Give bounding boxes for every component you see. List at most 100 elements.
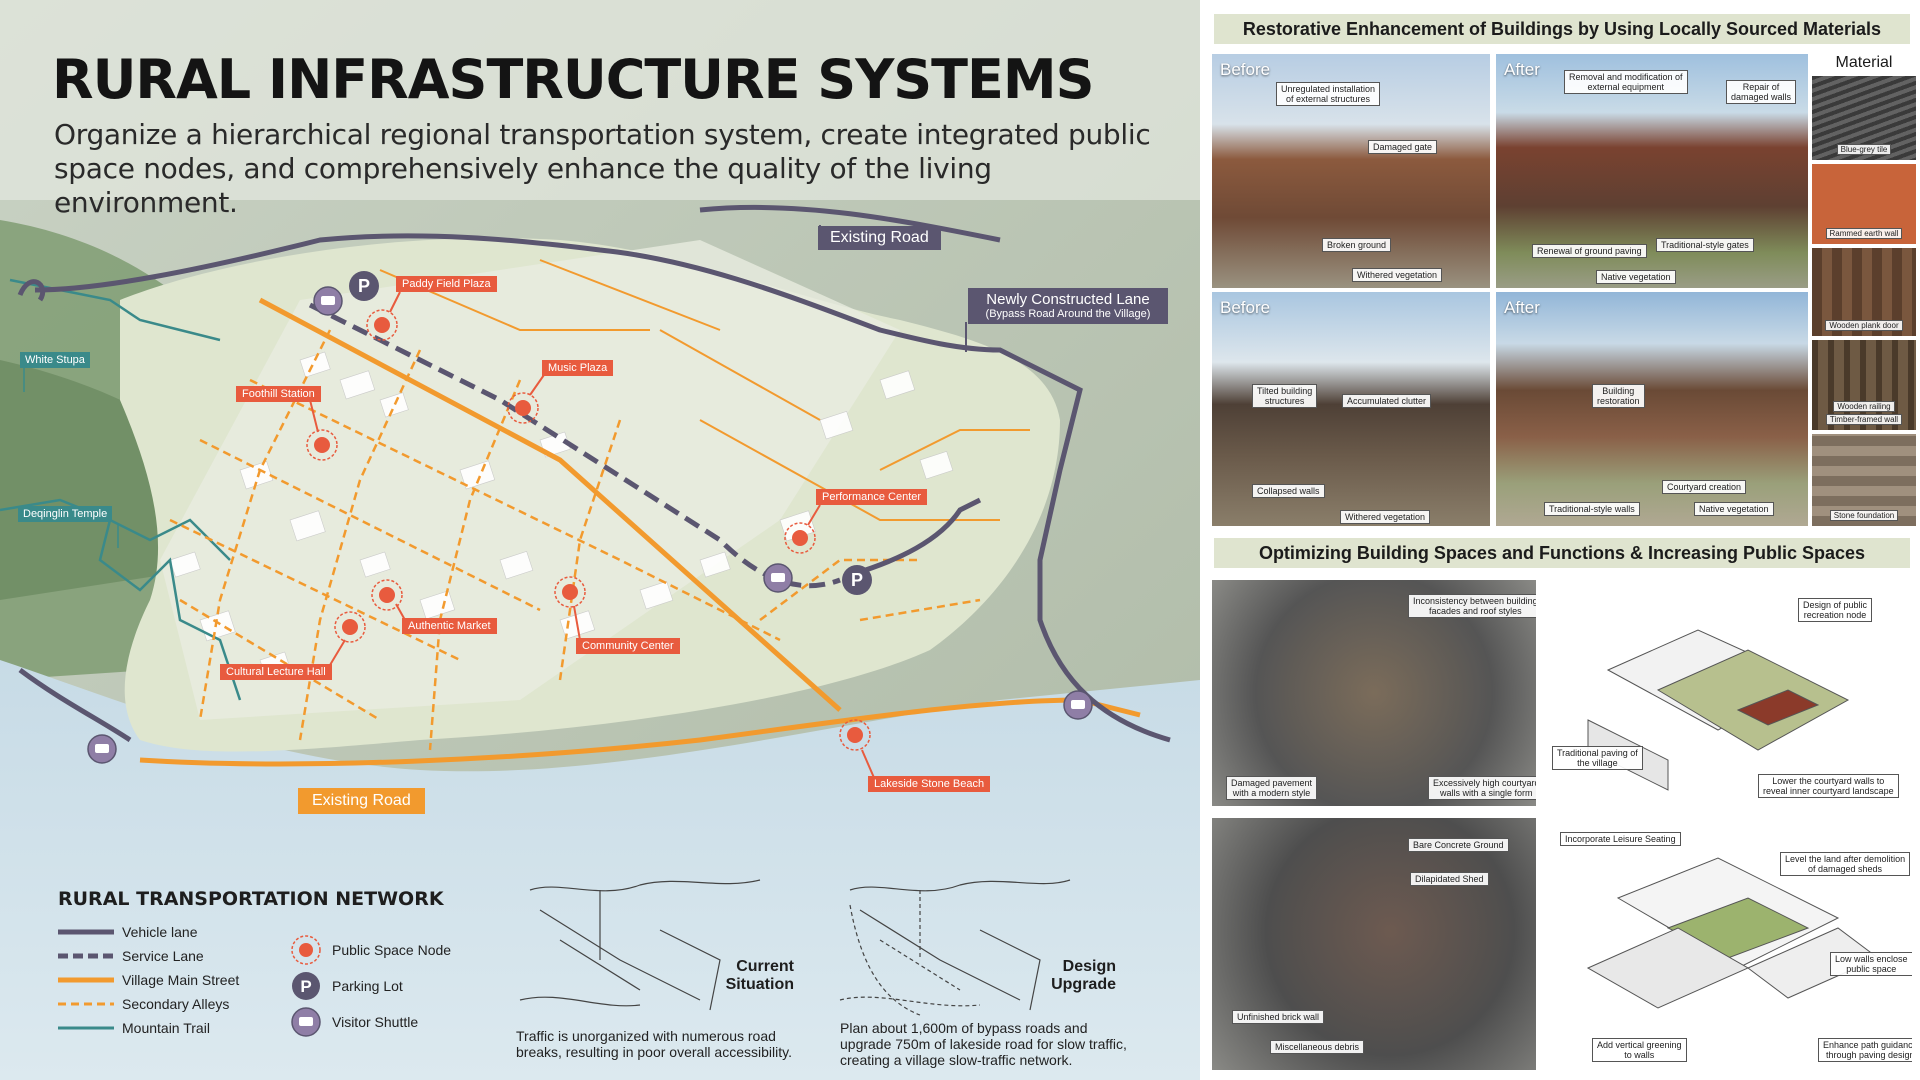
new-lane-label-line1: Newly Constructed Lane <box>986 291 1150 308</box>
parking-symbol: P <box>300 977 311 996</box>
shuttle-icon <box>291 1007 321 1037</box>
music-plaza-label: Music Plaza <box>542 360 614 376</box>
cultural-lecture-hall-label: Cultural Lecture Hall <box>220 664 332 680</box>
design-title-line2: Upgrade <box>1051 976 1116 993</box>
shuttle-icon <box>87 734 117 764</box>
authentic-market-label: Authentic Market <box>402 618 497 634</box>
design-desc-line2: upgrade 750m of lakeside road for slow t… <box>840 1036 1127 1052</box>
design-upgrade-title: Design Upgrade <box>1020 958 1116 994</box>
shuttle-icon <box>1063 690 1093 720</box>
spaces-section-title: Optimizing Building Spaces and Functions… <box>1214 538 1910 568</box>
current-situation-sketch <box>519 879 761 1011</box>
design-desc-line1: Plan about 1,600m of bypass roads and <box>840 1020 1088 1036</box>
material-tile-stone-foundation: Stone foundation <box>1812 434 1916 526</box>
svg-text:P: P <box>358 276 370 296</box>
callout: Bare Concrete Ground <box>1408 838 1509 852</box>
material-tile-wooden-railing: Wooden railing Timber-framed wall <box>1812 340 1916 430</box>
existing-road-label-top: Existing Road <box>818 226 941 250</box>
axonometric-drawing <box>1586 857 1879 1009</box>
paddy-field-plaza-label: Paddy Field Plaza <box>396 276 497 292</box>
legend-vehicle-lane: Vehicle lane <box>58 922 198 942</box>
current-situation-desc: Traffic is unorganized with numerous roa… <box>516 1028 792 1060</box>
legend-label: Secondary Alleys <box>122 996 230 1012</box>
legend-label: Vehicle lane <box>122 924 198 940</box>
node-performance-center <box>784 522 816 554</box>
legend-secondary-alleys: Secondary Alleys <box>58 994 229 1014</box>
aerial-photo-2: Bare Concrete Ground Dilapidated Shed Un… <box>1212 818 1536 1070</box>
legend-label: Mountain Trail <box>122 1020 210 1036</box>
callout: Miscellaneous debris <box>1270 1040 1365 1054</box>
lakeside-stone-beach-label: Lakeside Stone Beach <box>868 776 991 792</box>
existing-road-label-bottom: Existing Road <box>298 788 425 814</box>
vehicle-lane-swatch <box>58 929 114 935</box>
node-cultural-lecture-hall <box>334 611 366 643</box>
performance-center-label: Performance Center <box>816 489 928 505</box>
callout: Broken ground <box>1322 238 1392 252</box>
current-title-line1: Current <box>736 958 794 975</box>
shuttle-icon <box>763 563 793 593</box>
parking-icon: P <box>349 271 379 301</box>
shuttle-icon <box>313 286 343 316</box>
node-lakeside-stone-beach <box>839 719 871 751</box>
legend-village-main-street: Village Main Street <box>58 970 239 990</box>
legend-mountain-trail: Mountain Trail <box>58 1018 210 1038</box>
main-street-swatch <box>58 977 114 983</box>
transportation-map-panel: P P <box>0 0 1200 1080</box>
callout: Native vegetation <box>1596 270 1676 284</box>
page-subtitle: Organize a hierarchical regional transpo… <box>54 118 1151 219</box>
current-desc-line2: breaks, resulting in poor overall access… <box>516 1044 792 1060</box>
callout: Dilapidated Shed <box>1410 872 1489 886</box>
axonometric-2: Incorporate Leisure Seating Level the la… <box>1548 818 1912 1070</box>
foothill-station-label: Foothill Station <box>236 386 321 402</box>
callout: Withered vegetation <box>1340 510 1431 524</box>
legend-label: Parking Lot <box>332 978 403 994</box>
callout: Accumulated clutter <box>1342 394 1432 408</box>
secondary-alley-swatch <box>58 1002 114 1006</box>
material-tile-wooden-door: Wooden plank door <box>1812 248 1916 336</box>
axonometric-drawing <box>1587 629 1850 791</box>
village-main-street <box>139 297 1141 767</box>
node-music-plaza <box>507 392 539 424</box>
legend-label: Visitor Shuttle <box>332 1014 419 1030</box>
callout: Collapsed walls <box>1252 484 1325 498</box>
design-upgrade-desc: Plan about 1,600m of bypass roads and up… <box>840 1020 1127 1068</box>
legend-parking-lot: P Parking Lot <box>290 970 403 1002</box>
callout: Damaged gate <box>1368 140 1438 154</box>
service-lane-swatch <box>58 953 114 959</box>
parking-icon: P <box>842 565 872 595</box>
legend-public-space-node: Public Space Node <box>290 934 451 966</box>
deqinglin-temple-label: Deqinglin Temple <box>18 506 113 522</box>
current-title-line2: Situation <box>725 976 794 993</box>
material-tile-rammed-earth: Rammed earth wall <box>1812 164 1916 244</box>
public-space-nodes <box>306 309 871 751</box>
page-title: RURAL INFRASTRUCTURE SYSTEMS <box>52 48 1095 111</box>
material-heading: Material <box>1835 54 1893 71</box>
before-tag: Before <box>1220 298 1271 317</box>
white-stupa-label: White Stupa <box>20 352 90 368</box>
public-space-node-icon <box>291 935 321 965</box>
new-lane-label-line2: (Bypass Road Around the Village) <box>985 308 1151 320</box>
after-tag: After <box>1504 298 1540 317</box>
design-upgrade-sketch <box>839 879 1071 1016</box>
new-lane-label: Newly Constructed Lane (Bypass Road Arou… <box>968 288 1168 324</box>
svg-text:P: P <box>851 570 863 590</box>
current-desc-line1: Traffic is unorganized with numerous roa… <box>516 1028 776 1044</box>
legend-label: Public Space Node <box>332 942 452 958</box>
